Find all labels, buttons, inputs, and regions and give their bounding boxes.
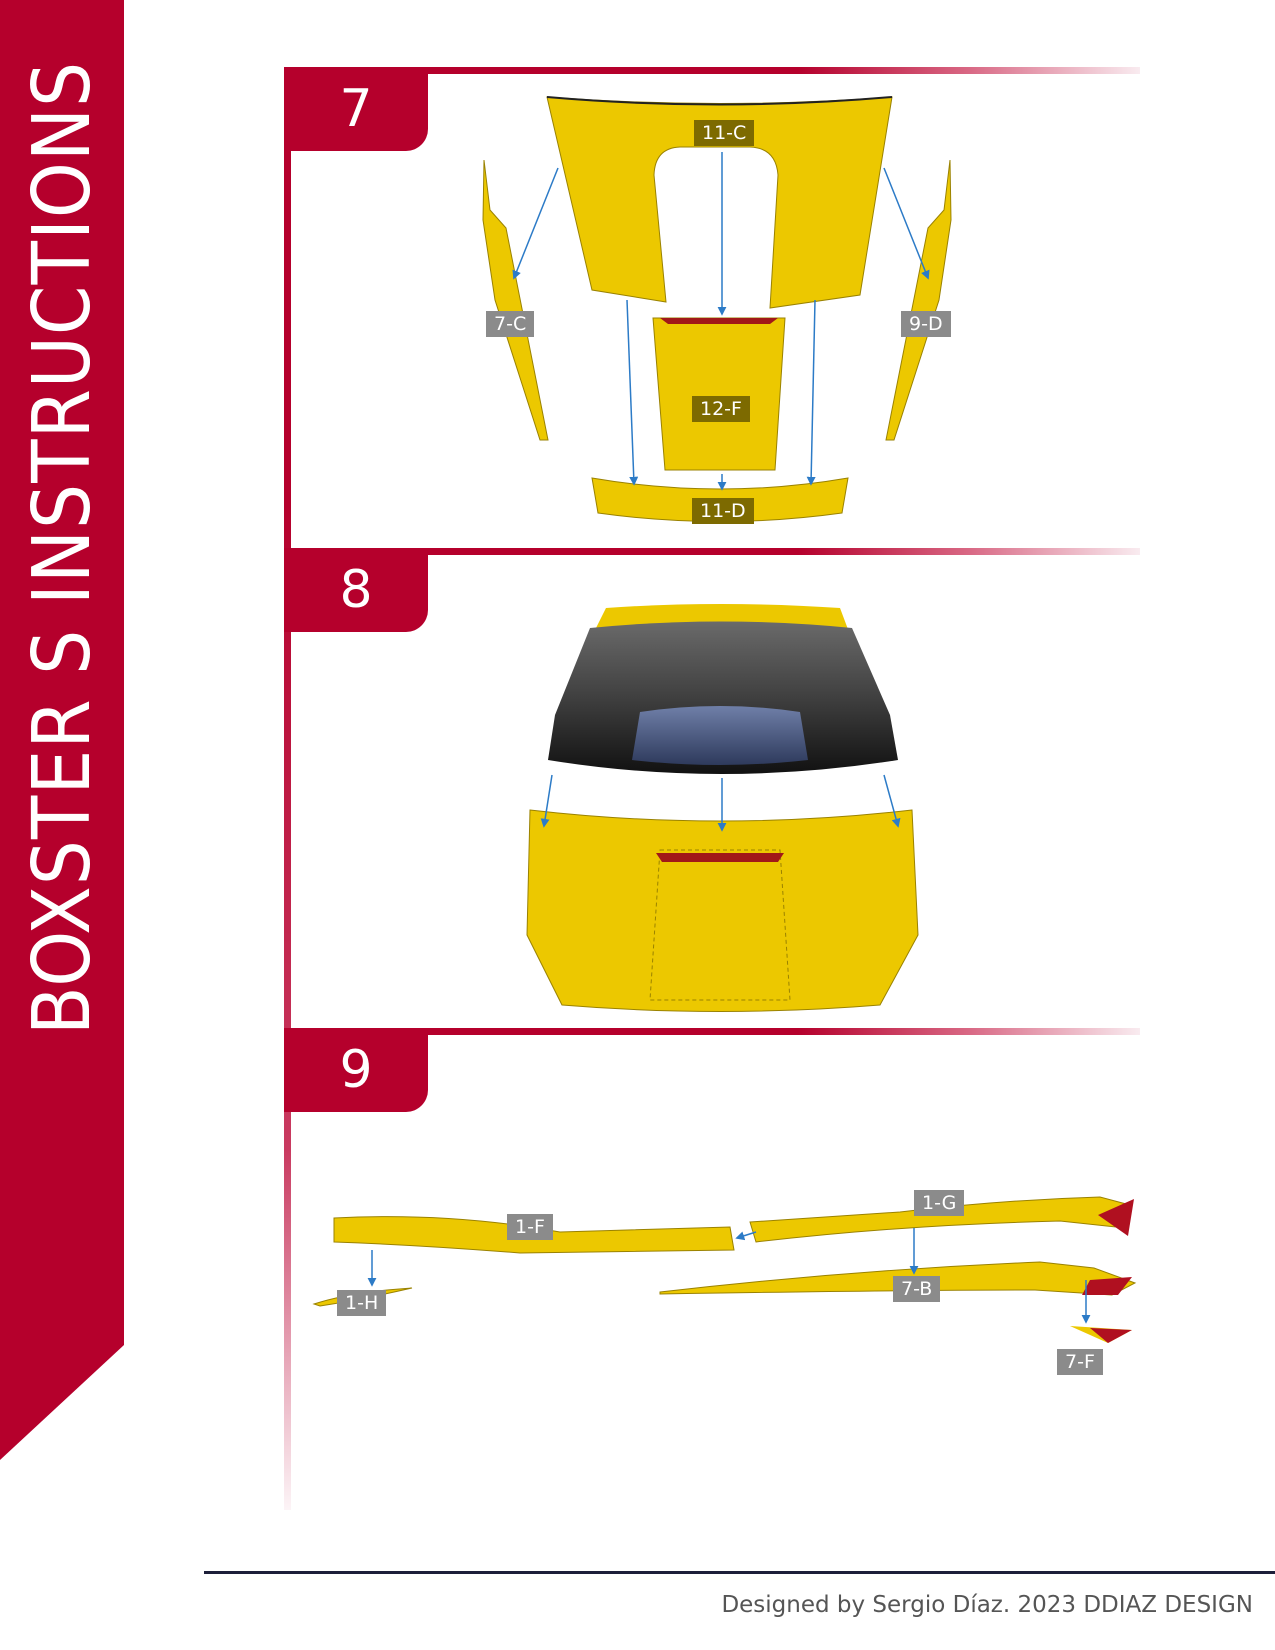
sidebar-banner xyxy=(0,0,124,1460)
step-8-number: 8 xyxy=(339,560,373,620)
part-label-7-f: 7-F xyxy=(1057,1349,1103,1375)
step-9-badge: 9 xyxy=(284,1028,428,1112)
step-8-badge: 8 xyxy=(284,548,428,632)
step-7-rule xyxy=(284,67,1140,74)
step-7-number: 7 xyxy=(339,79,373,139)
part-label-11-d: 11-D xyxy=(692,498,754,524)
step-9-number: 9 xyxy=(339,1040,373,1100)
part-label-7-c: 7-C xyxy=(486,311,535,337)
footer-divider xyxy=(204,1571,1275,1574)
step-8-diagram xyxy=(526,604,919,1012)
step-7-diagram xyxy=(482,96,952,522)
part-label-12-f: 12-F xyxy=(692,396,750,422)
part-label-11-c: 11-C xyxy=(694,120,755,146)
part-label-9-d: 9-D xyxy=(901,311,951,337)
part-label-1-h: 1-H xyxy=(337,1290,387,1316)
section-vertical-rule xyxy=(284,70,291,1510)
part-label-1-g: 1-G xyxy=(914,1190,965,1216)
part-label-7-b: 7-B xyxy=(893,1276,941,1302)
step-8-rule xyxy=(284,548,1140,555)
step-7-badge: 7 xyxy=(284,67,428,151)
step-9-rule xyxy=(284,1028,1140,1035)
step-9-diagram xyxy=(312,1196,1137,1343)
footer-credit: Designed by Sergio Díaz. 2023 DDIAZ DESI… xyxy=(721,1592,1253,1618)
part-label-1-f: 1-F xyxy=(507,1214,553,1240)
